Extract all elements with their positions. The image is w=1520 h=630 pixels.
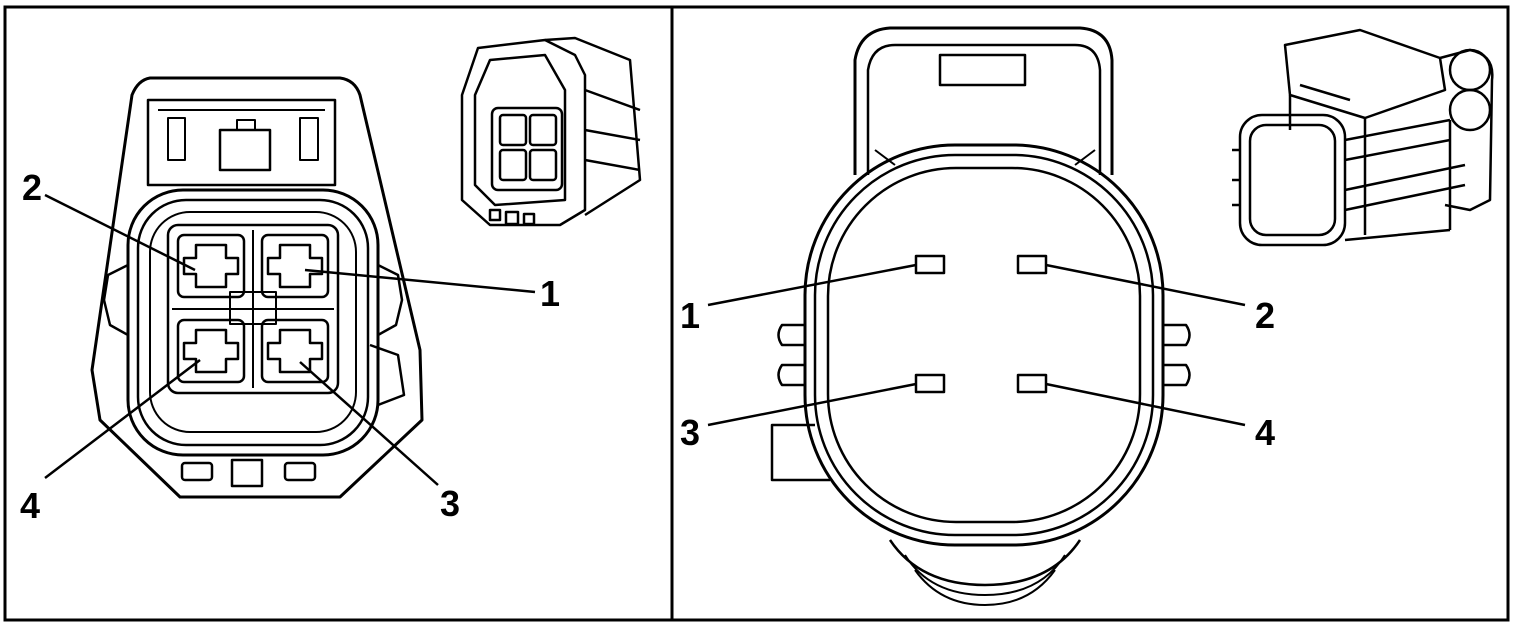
female-callout-lines xyxy=(44,193,536,486)
callout-line-pin-4 xyxy=(44,359,201,479)
callout-line-pin-1 xyxy=(707,263,917,307)
male-pin-label-3: 3 xyxy=(680,412,700,453)
male-connector-panel: 1 2 3 4 xyxy=(680,26,1494,606)
female-connector-panel: 1 2 3 4 xyxy=(20,36,642,526)
male-connector-iso-view xyxy=(1232,28,1494,247)
female-pin-label-4: 4 xyxy=(20,485,40,526)
female-pin-label-2: 2 xyxy=(22,167,42,208)
female-connector-iso-view xyxy=(460,36,642,227)
callout-line-pin-2 xyxy=(44,193,196,272)
callout-line-pin-3 xyxy=(299,361,439,486)
callout-line-pin-4 xyxy=(1045,382,1246,427)
callout-line-pin-2 xyxy=(1045,263,1246,307)
male-pin-4 xyxy=(1016,373,1048,394)
male-pin-1 xyxy=(914,254,946,275)
diagram-frame xyxy=(3,5,1510,622)
female-pin-label-1: 1 xyxy=(540,273,560,314)
male-connector-face xyxy=(770,26,1191,606)
callout-line-pin-3 xyxy=(707,382,917,427)
female-pin-label-3: 3 xyxy=(440,483,460,524)
male-pin-3 xyxy=(914,373,946,394)
callout-line-pin-1 xyxy=(304,268,536,294)
male-pin-2 xyxy=(1016,254,1048,275)
male-pin-label-1: 1 xyxy=(680,295,700,336)
male-pin-label-4: 4 xyxy=(1255,412,1275,453)
female-connector-face xyxy=(90,76,424,499)
male-pin-label-2: 2 xyxy=(1255,295,1275,336)
male-callout-lines xyxy=(707,263,1246,427)
